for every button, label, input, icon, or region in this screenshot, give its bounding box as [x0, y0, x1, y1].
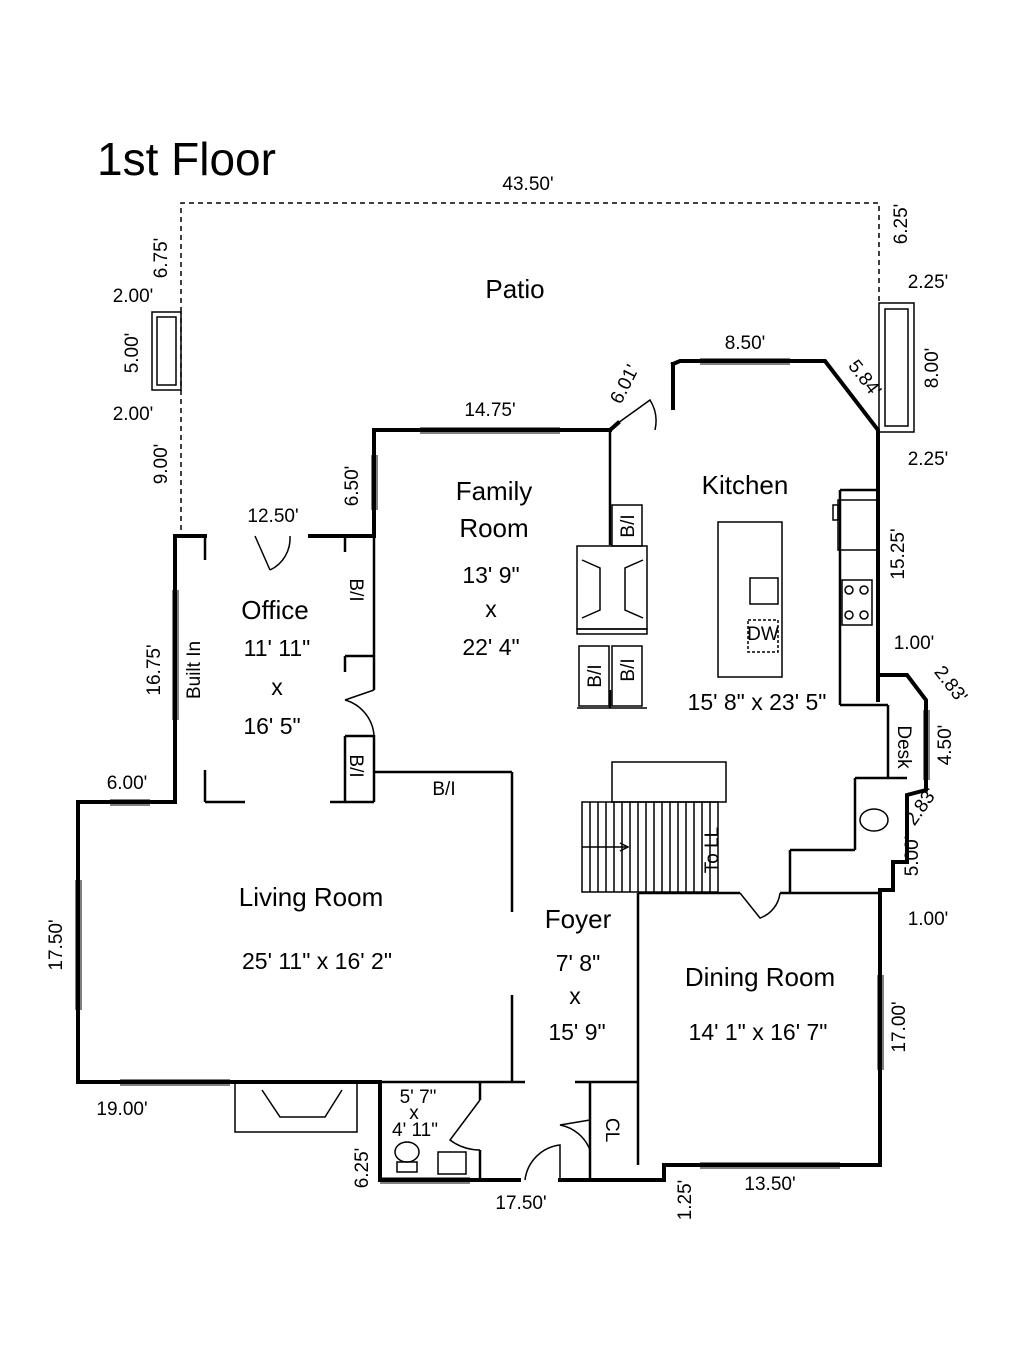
measure-2-00-top: 2.00'	[113, 286, 154, 307]
kitchen-appliances	[832, 499, 879, 626]
office-width: 11' 11"	[244, 635, 311, 661]
windows	[75, 358, 930, 1184]
bi-label-office-bottom: B/I	[345, 754, 366, 777]
measure-2-00-bottom: 2.00'	[113, 404, 154, 425]
measure-1-25: 1.25'	[675, 1180, 696, 1221]
measure-6-50: 6.50'	[342, 466, 363, 507]
measure-patio-width: 43.50'	[502, 174, 553, 195]
page-title: 1st Floor	[97, 133, 276, 185]
dining-room-dimensions: 14' 1" x 16' 7"	[689, 1019, 828, 1045]
planter-right	[878, 302, 915, 433]
kitchen-dimensions: 15' 8" x 23' 5"	[688, 689, 827, 715]
dining-room-name: Dining Room	[685, 962, 835, 992]
measure-13-50: 13.50'	[744, 1174, 795, 1195]
measure-2-83-top: 2.83'	[930, 662, 972, 707]
stairs	[581, 761, 727, 893]
powder-room-fixtures	[394, 808, 889, 1175]
measure-9-00: 9.00'	[151, 444, 172, 485]
fireplace-family	[576, 545, 648, 635]
measure-12-50: 12.50'	[247, 506, 298, 527]
to-lower-level-label: To LL	[702, 827, 723, 873]
measure-19-00: 19.00'	[96, 1099, 147, 1120]
office-length: 16' 5"	[243, 713, 300, 739]
measure-8-00: 8.00'	[922, 348, 943, 389]
measure-6-25-top: 6.25'	[891, 204, 912, 245]
patio-name: Patio	[485, 274, 544, 304]
measure-4-50: 4.50'	[935, 725, 956, 766]
powder-room-length: 4' 11"	[392, 1120, 438, 1141]
closet-label: CL	[601, 1118, 622, 1142]
measure-2-25-bottom: 2.25'	[908, 449, 949, 470]
measure-17-00: 17.00'	[889, 1001, 910, 1052]
office-x: x	[271, 674, 283, 700]
planter-left	[151, 311, 182, 391]
measure-14-75: 14.75'	[464, 400, 515, 421]
measure-1-00-kitchen: 1.00'	[894, 633, 935, 654]
measure-17-50-left: 17.50'	[46, 919, 67, 970]
built-in-label: Built In	[184, 641, 205, 699]
measure-8-50: 8.50'	[725, 333, 766, 354]
foyer-name: Foyer	[545, 904, 612, 934]
bi-label-hall: B/I	[432, 779, 455, 800]
bi-label-family-right: B/I	[618, 658, 639, 681]
powder-room-x: x	[409, 1103, 419, 1124]
dishwasher-label: DW	[747, 624, 779, 645]
bi-label-family-left: B/I	[585, 664, 606, 687]
foyer-width: 7' 8"	[556, 950, 601, 976]
measure-1-00-dining: 1.00'	[908, 909, 949, 930]
fireplace-living	[234, 1082, 358, 1133]
measure-6-00: 6.00'	[107, 773, 148, 794]
family-room-width: 13' 9"	[462, 562, 519, 588]
measure-2-25-top: 2.25'	[908, 272, 949, 293]
measure-6-01: 6.01'	[607, 362, 644, 408]
doors	[254, 398, 781, 1181]
kitchen-name: Kitchen	[702, 470, 789, 500]
powder-room-width: 5' 7"	[400, 1087, 437, 1108]
foyer-length: 15' 9"	[548, 1019, 605, 1045]
family-room-name-line1: Family	[456, 476, 533, 506]
living-room-dimensions: 25' 11" x 16' 2"	[242, 948, 392, 974]
interior-walls	[203, 430, 907, 1180]
measure-5-00-left: 5.00'	[122, 333, 143, 374]
family-room-length: 22' 4"	[462, 634, 519, 660]
measure-6-25-bottom: 6.25'	[352, 1148, 373, 1189]
office-name: Office	[241, 595, 308, 625]
measure-17-50-bottom: 17.50'	[495, 1193, 546, 1214]
bi-label-family-top: B/I	[618, 514, 639, 537]
measure-5-00-right: 5.00'	[902, 836, 923, 877]
kitchen-island	[717, 521, 783, 678]
foyer-x: x	[569, 983, 581, 1009]
measure-16-75: 16.75'	[144, 644, 165, 695]
built-in-cabinets	[577, 504, 647, 709]
measure-15-25: 15.25'	[888, 528, 909, 579]
family-room-x: x	[485, 596, 497, 622]
family-room-name-line2: Room	[459, 513, 528, 543]
living-room-name: Living Room	[239, 882, 384, 912]
measure-6-75: 6.75'	[151, 238, 172, 279]
bi-label-office-top: B/I	[345, 578, 366, 601]
desk-label: Desk	[893, 725, 914, 769]
